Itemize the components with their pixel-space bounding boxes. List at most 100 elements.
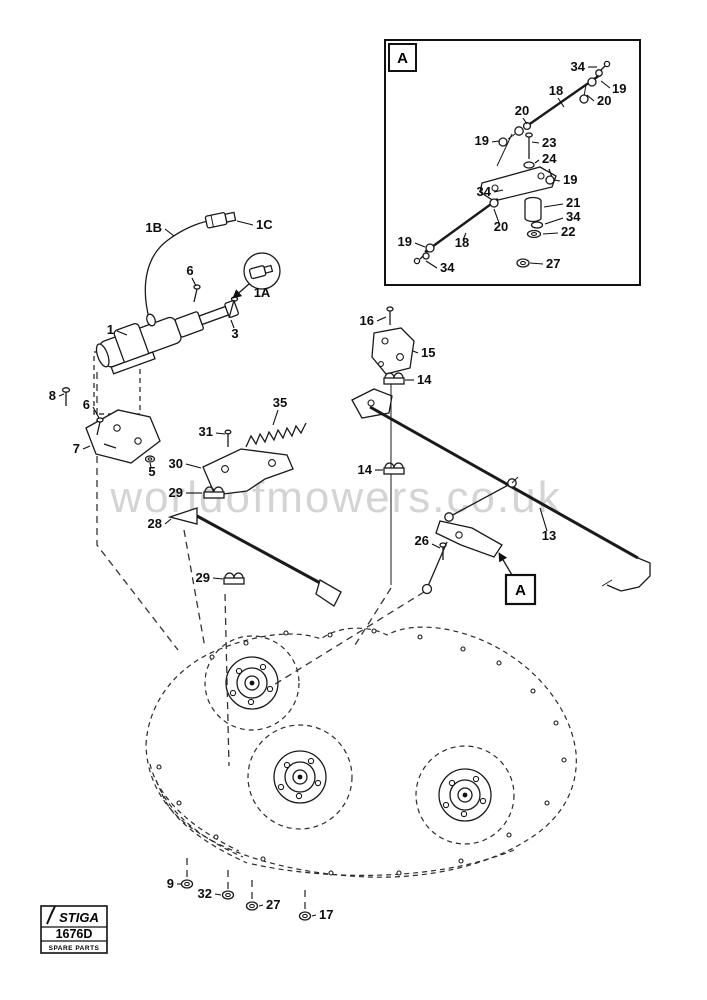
detail-marker-frame: [504, 573, 537, 606]
callout-leader-6: [92, 406, 100, 419]
cable-1b: [144, 219, 216, 323]
part-callout-20: 20: [515, 103, 529, 118]
callout-leader-1C: [236, 220, 254, 226]
part-callout-21: 21: [566, 195, 580, 210]
callout-leader-20: [493, 208, 500, 224]
lever-26-assembly: [421, 476, 519, 595]
part-callout-23: 23: [542, 135, 556, 150]
actuator-body: [95, 300, 239, 375]
lift-link-assembly: A: [351, 306, 651, 606]
brand-caption: SPARE PARTS: [49, 945, 100, 952]
clamp-29-lower: [223, 572, 245, 585]
screw-6-lower: [96, 417, 104, 436]
callout-leader-28: [164, 518, 172, 525]
part-callout-3: 3: [231, 326, 238, 341]
callout-leader-34: [544, 217, 564, 225]
spring-35: [245, 422, 307, 448]
part-callout-6: 6: [186, 263, 193, 278]
callout-leader-18: [557, 97, 565, 108]
washer-9: [180, 879, 194, 889]
bolt-31: [224, 429, 232, 447]
detail-arrow-1a: [232, 283, 250, 299]
part-callout-13: 13: [542, 528, 556, 543]
callout-leader-31: [215, 432, 226, 435]
callout-leader-8: [58, 393, 65, 397]
washer-17: [298, 911, 312, 921]
part-callout-15: 15: [421, 345, 435, 360]
callout-leader-34: [493, 189, 504, 193]
bolt-8: [61, 387, 71, 406]
inset-linkage-assembly: [413, 60, 611, 268]
part-callout-31: 31: [199, 424, 213, 439]
callout-leader-27: [529, 262, 544, 265]
part-callout-19: 19: [398, 234, 412, 249]
inset-marker-label: A: [397, 50, 408, 67]
part-callout-9: 9: [167, 876, 174, 891]
part-callout-20: 20: [494, 219, 508, 234]
callout-leader-21: [543, 203, 564, 208]
part-callout-35: 35: [273, 395, 287, 410]
part-callout-29: 29: [169, 485, 183, 500]
callout-leader-15: [412, 350, 419, 354]
brand-name: STIGA: [59, 910, 99, 925]
cable-grommet: [146, 313, 156, 327]
callout-leader-32: [214, 893, 222, 896]
brand-model: 1676D: [56, 927, 93, 941]
part-callout-14: 14: [417, 372, 432, 387]
callout-leader-23: [531, 141, 540, 144]
inset-marker-frame: [388, 43, 417, 72]
part-callout-1C: 1C: [256, 217, 273, 232]
part-callout-34: 34: [477, 184, 492, 199]
part-callout-19: 19: [475, 133, 489, 148]
part-callout-19: 19: [612, 81, 626, 96]
spindle-hub-right: [438, 768, 492, 822]
mount-bracket-assembly: [61, 387, 161, 464]
callout-leader-16: [376, 316, 387, 322]
part-callout-28: 28: [148, 516, 162, 531]
callout-leader-3: [230, 319, 235, 329]
callout-leader-7: [82, 445, 91, 450]
part-callout-26: 26: [415, 533, 429, 548]
bracket-7: [85, 409, 161, 464]
callout-leader-1: [116, 330, 128, 336]
callout-leader-24: [534, 159, 540, 164]
part-callout-1B: 1B: [145, 220, 162, 235]
part-callout-30: 30: [169, 456, 183, 471]
part-callout-22: 22: [561, 224, 575, 239]
deck-bolt-holes: [156, 628, 567, 876]
part-callout-1: 1: [107, 322, 114, 337]
callout-leader-22: [542, 232, 559, 235]
clamp-14-lower: [383, 462, 405, 475]
actuator-assembly: [95, 211, 281, 375]
callout-leader-26: [431, 543, 441, 549]
callout-leader-1B: [164, 228, 175, 237]
bolt-16: [386, 306, 394, 325]
mower-deck: [145, 626, 577, 878]
part-callout-27: 27: [546, 256, 560, 271]
part-callout-6: 6: [83, 397, 90, 412]
part-callout-8: 8: [49, 388, 56, 403]
part-callout-34: 34: [440, 260, 455, 275]
detail-arrow-a: [498, 552, 513, 576]
detail-circle-1a: [232, 252, 281, 299]
callout-leader-34: [425, 260, 438, 269]
bracket-15: [371, 327, 415, 375]
callout-leader-18: [462, 232, 467, 241]
washer-5: [144, 455, 156, 463]
part-callout-32: 32: [198, 886, 212, 901]
lift-rod-13: [369, 405, 651, 592]
part-callout-16: 16: [360, 313, 374, 328]
connector-1c: [204, 211, 237, 229]
callout-leader-13: [539, 507, 548, 532]
callout-leader-19: [491, 140, 500, 143]
callout-leader-20: [586, 94, 595, 102]
spindle-hub-center: [273, 750, 327, 804]
detail-marker-label: A: [515, 582, 526, 599]
bottom-hardware: [180, 879, 312, 921]
part-callout-18: 18: [455, 235, 469, 250]
part-callout-20: 20: [597, 93, 611, 108]
part-callout-17: 17: [319, 907, 333, 922]
rod-28: [167, 507, 342, 607]
